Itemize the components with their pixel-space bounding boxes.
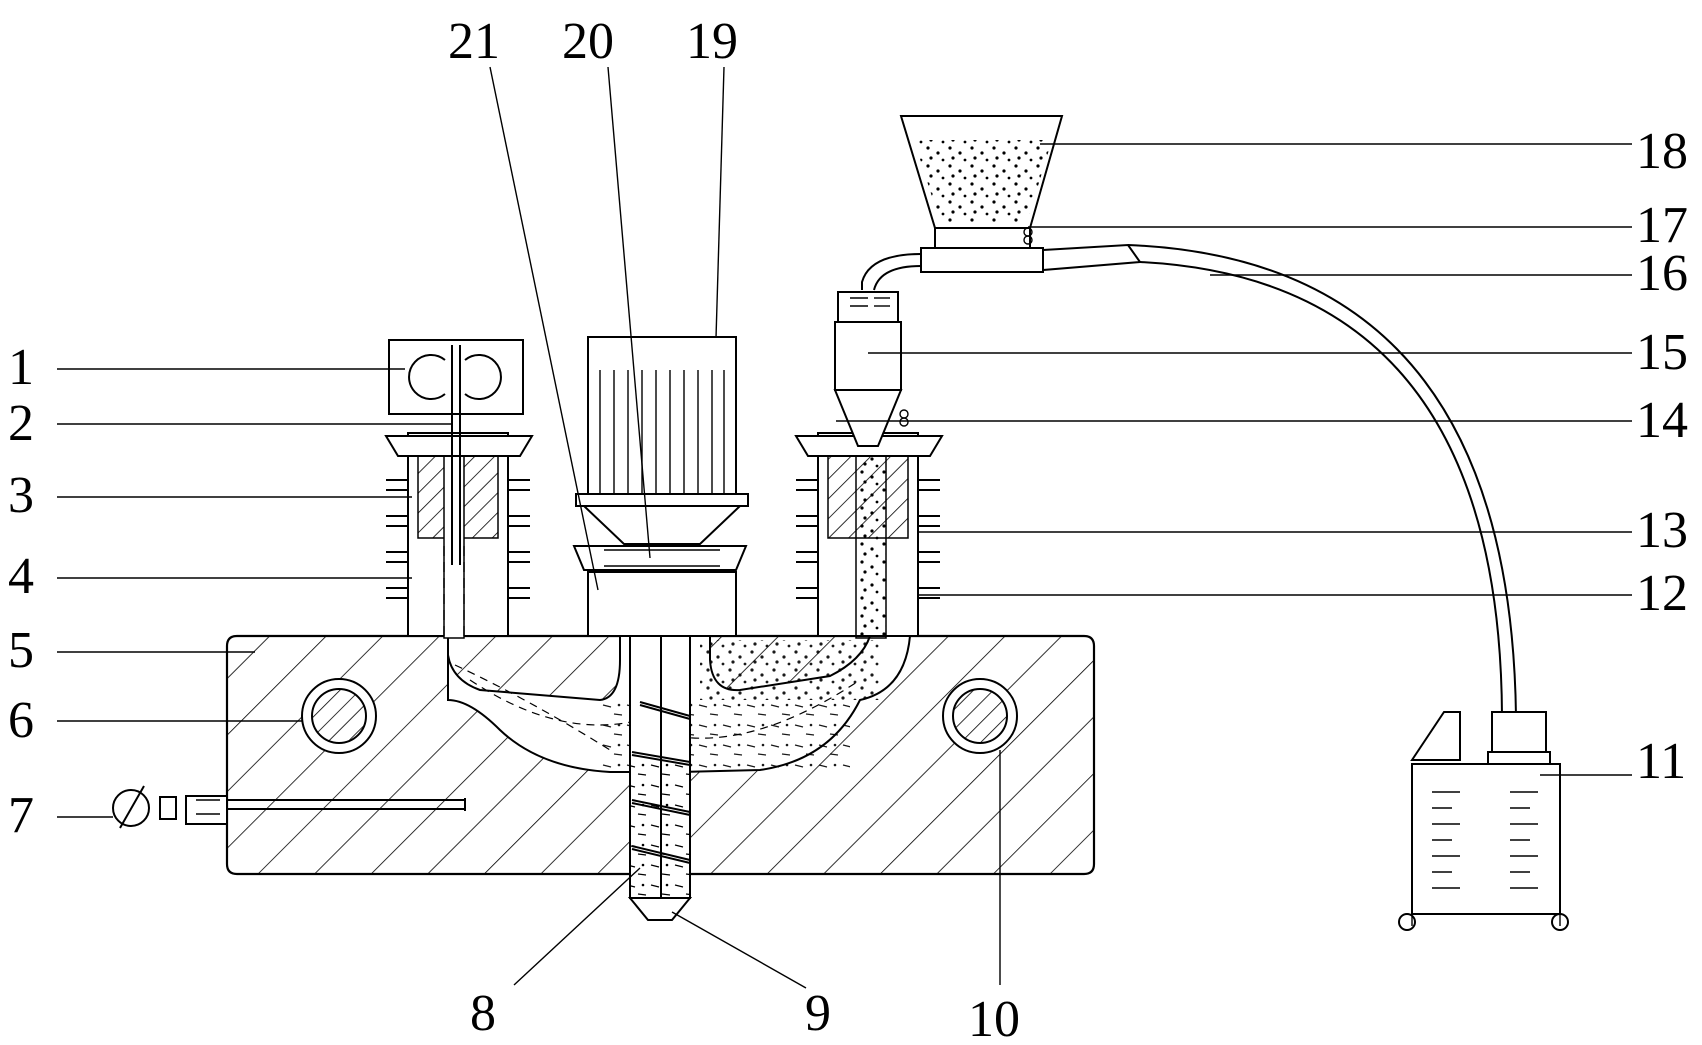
cyclone-separator	[833, 291, 909, 447]
label-6: 6	[8, 692, 34, 749]
label-19: 19	[686, 13, 738, 70]
label-2: 2	[8, 395, 34, 452]
left-finned-tube	[384, 432, 534, 639]
label-5: 5	[8, 622, 34, 679]
conveyor-hose	[1127, 244, 1517, 717]
drain-valve	[112, 785, 466, 829]
label-20: 20	[562, 13, 614, 70]
label-3: 3	[8, 467, 34, 524]
label-1: 1	[8, 339, 34, 396]
heating-rod-right	[942, 678, 1018, 754]
storage-tank	[1398, 711, 1569, 931]
label-17: 17	[1636, 197, 1688, 254]
label-9: 9	[805, 985, 831, 1042]
feed-hopper	[899, 115, 1064, 249]
number-labels: 1 2 3 4 5 6 7 8 9 10 11 12 13 14 15 16 1…	[8, 13, 1688, 1045]
label-15: 15	[1636, 324, 1688, 381]
stirrer-motor	[388, 339, 524, 565]
label-12: 12	[1636, 565, 1688, 622]
screw-conveyor	[627, 635, 693, 921]
label-16: 16	[1636, 245, 1688, 302]
label-8: 8	[470, 985, 496, 1042]
label-11: 11	[1636, 733, 1686, 790]
right-finned-tube	[794, 432, 944, 639]
drive-motor	[572, 336, 749, 637]
label-4: 4	[8, 548, 34, 605]
distributor-manifold	[861, 243, 1142, 291]
label-7: 7	[8, 787, 34, 844]
label-21: 21	[448, 13, 500, 70]
heating-rod-left	[301, 678, 377, 754]
label-18: 18	[1636, 123, 1688, 180]
label-14: 14	[1636, 392, 1688, 449]
leader-lines	[57, 66, 1632, 989]
mixing-chamber	[447, 614, 911, 773]
label-10: 10	[968, 991, 1020, 1045]
label-13: 13	[1636, 502, 1688, 559]
